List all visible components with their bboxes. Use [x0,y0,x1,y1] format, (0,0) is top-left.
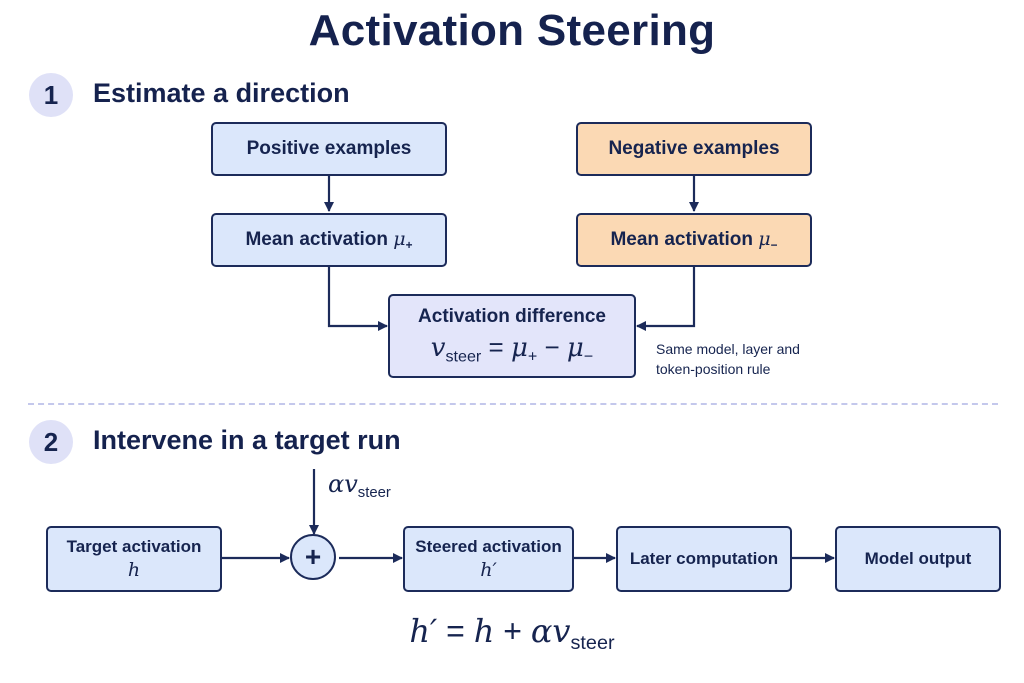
same-model-note: Same model, layer and token-position rul… [656,341,800,377]
target-activation-box: Target activation h [46,526,222,592]
step-2-title: Intervene in a target run [93,425,401,455]
minus-subscript: − [770,239,778,253]
mean-activation-positive-label: Mean activation [245,228,389,250]
later-computation-box: Later computation [616,526,792,592]
mu-symbol: μ [758,227,771,250]
activation-difference-label: Activation difference [418,305,606,327]
model-output-box: Model output [835,526,1001,592]
step-1-title: Estimate a direction [93,78,350,108]
activation-difference-box: Activation difference vsteer = μ+ − μ− [388,294,636,378]
arrow-mean-minus-to-difference [636,266,696,331]
arrow-mean-plus-to-difference [327,266,388,331]
step-2-number: 2 [29,420,73,464]
section-divider [28,403,998,405]
steered-activation-box: Steered activation h′ [403,526,574,592]
alpha-steer-label: αvsteer [328,470,391,502]
steered-activation-label: Steered activation [415,537,562,556]
mean-activation-positive-box: Mean activation μ+ [211,213,447,267]
steering-vector-formula: vsteer = μ+ − μ− [430,331,594,366]
target-activation-label: Target activation [66,537,202,556]
h-symbol: h [127,559,141,581]
step-1-number: 1 [29,73,73,117]
later-computation-label: Later computation [629,549,779,568]
h-prime-symbol: h′ [480,559,497,581]
positive-examples-label: Positive examples [246,138,412,159]
mean-activation-negative-box: Mean activation μ− [576,213,812,267]
negative-examples-box: Negative examples [576,122,812,176]
model-output-label: Model output [864,549,972,568]
positive-examples-box: Positive examples [211,122,447,176]
steering-update-formula: h′ = h + αvsteer [409,612,615,654]
page-title: Activation Steering [308,6,716,55]
plus-icon: + [304,541,322,572]
plus-subscript: + [405,239,413,253]
sum-node: + [290,534,336,580]
mu-symbol: μ [393,227,406,250]
mean-activation-negative-label: Mean activation [610,228,754,250]
negative-examples-label: Negative examples [608,138,780,159]
